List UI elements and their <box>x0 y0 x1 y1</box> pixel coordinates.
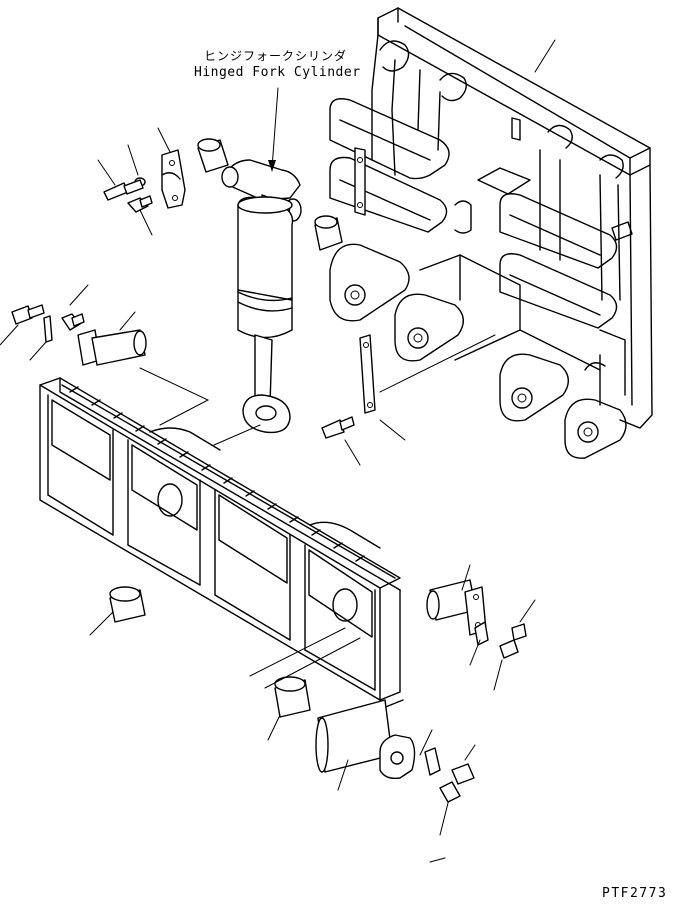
hinged-fork-cylinder <box>221 159 302 434</box>
drawing-code: PTF2773 <box>602 886 668 901</box>
hardware-upper-left <box>97 127 186 236</box>
hardware-mid-left <box>0 284 89 361</box>
frame-leader <box>534 39 556 73</box>
callout-arrowhead <box>268 160 276 172</box>
pin-lower-right <box>426 564 536 691</box>
bushing-lower <box>89 586 361 741</box>
pin-bottom <box>315 699 476 863</box>
bushing-upper <box>197 138 343 251</box>
fork-carrier <box>39 377 404 709</box>
hardware-center <box>213 334 496 466</box>
callout-label-jp: ヒンジフォークシリンダ <box>204 49 348 63</box>
callout-label-en: Hinged Fork Cylinder <box>194 65 361 80</box>
pin-mid-left <box>77 311 210 426</box>
carriage-frame <box>329 7 653 459</box>
callout-leader <box>271 87 279 169</box>
